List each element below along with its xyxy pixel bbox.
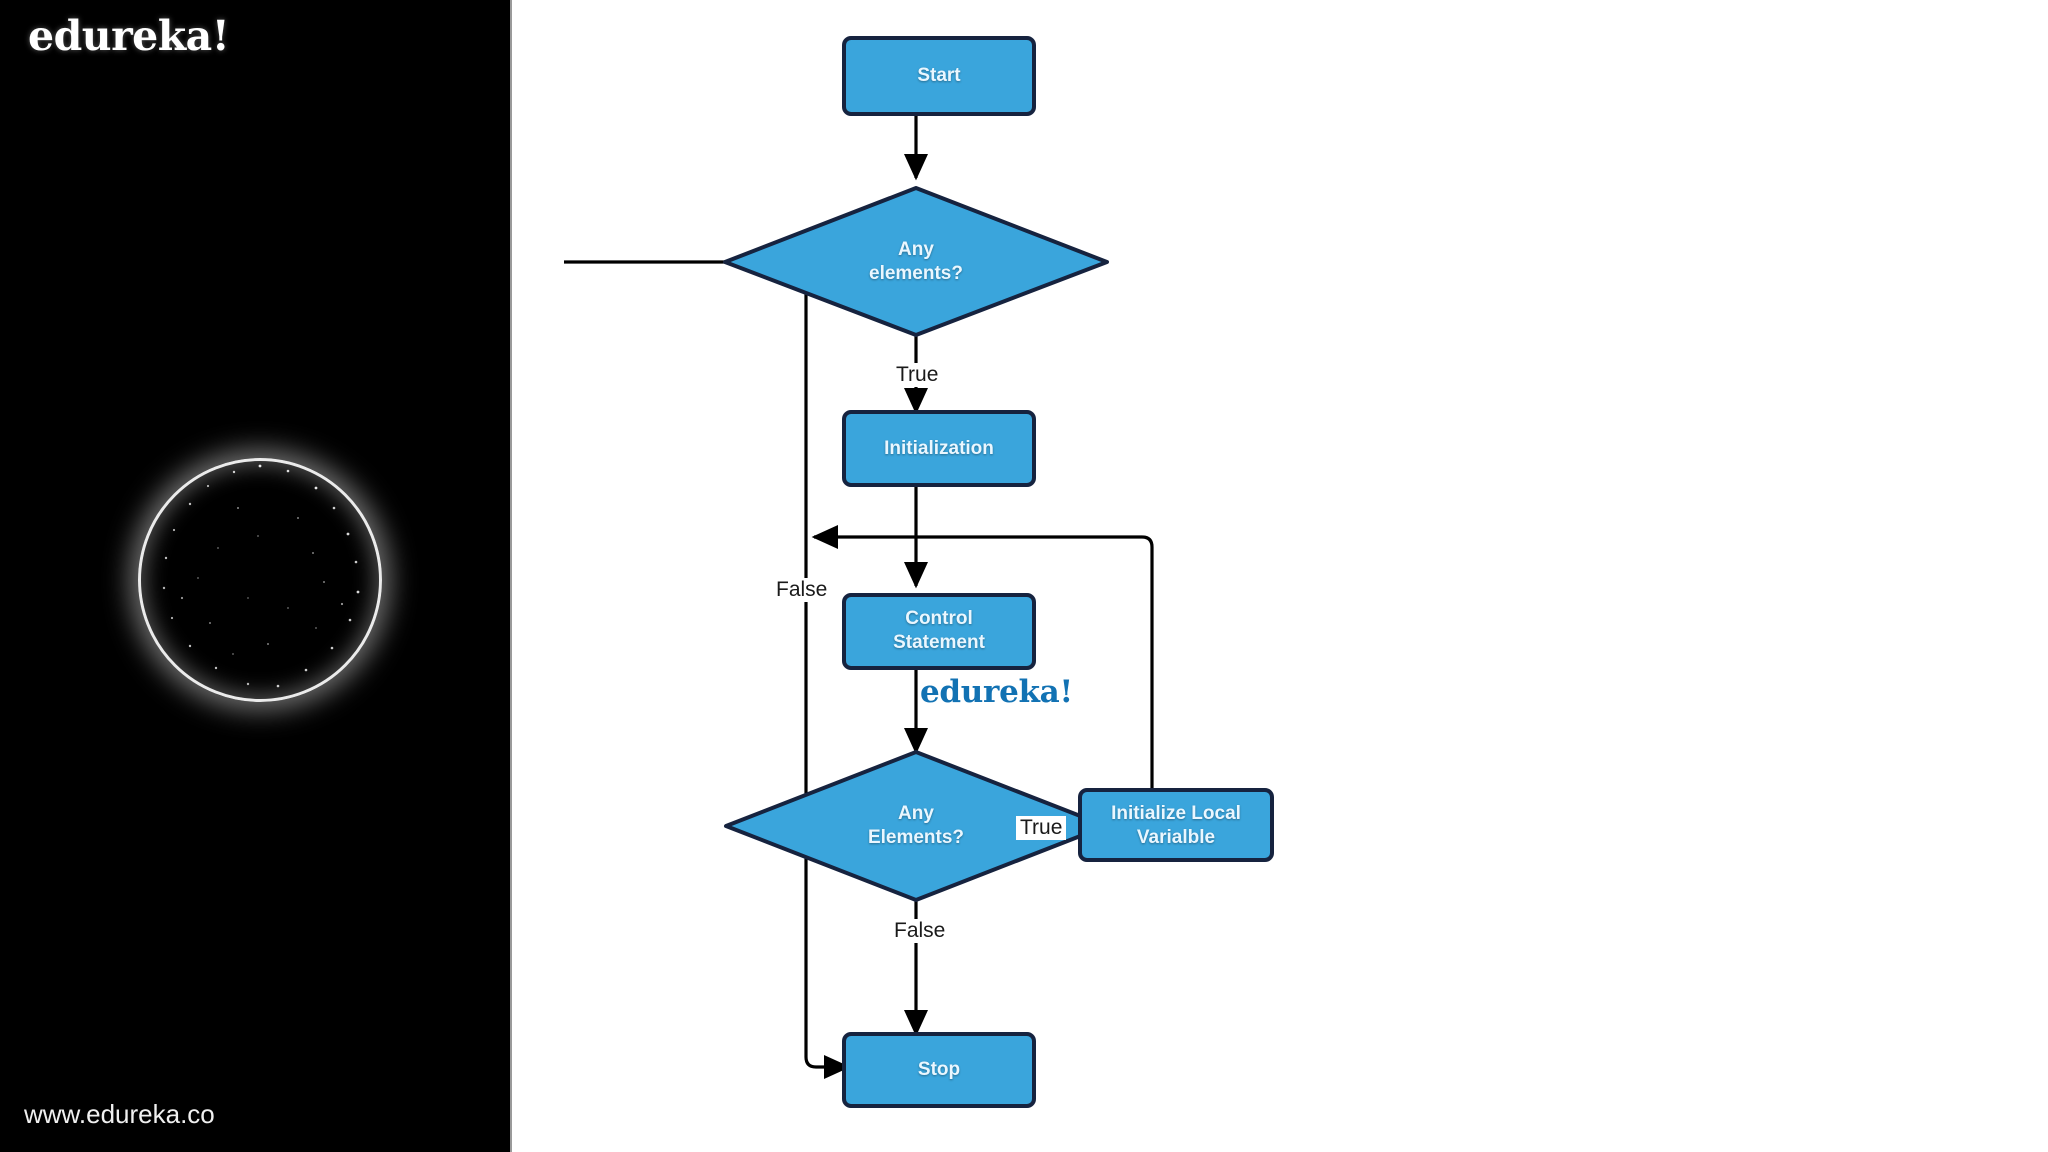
node-any-elements-2[interactable] — [724, 750, 1108, 902]
sphere-particles-icon — [162, 464, 360, 688]
particle-sphere-icon — [138, 458, 382, 702]
left-title-panel: edureka! — [0, 0, 512, 1152]
node-control-statement[interactable] — [842, 593, 1036, 670]
edge-label-decision1-true: True — [892, 363, 943, 387]
sphere-ring-glow — [138, 458, 382, 702]
flowchart-watermark: edureka! — [920, 674, 1073, 710]
edge-decision1-false-to-stop — [564, 260, 851, 1079]
edge-initlocal-loop-back — [811, 525, 1154, 824]
flowchart-graphics — [564, 36, 1274, 1108]
node-initialization[interactable] — [842, 410, 1036, 487]
node-group — [723, 36, 1274, 1108]
node-any-elements-1[interactable] — [723, 186, 1109, 337]
edge-label-decision2-true: True — [1016, 816, 1067, 840]
edge-label-decision1-false: False — [772, 578, 832, 602]
flowchart-canvas: Start Any elements? Initialization Contr… — [514, 0, 2048, 1152]
site-url-text: www.edureka.co — [24, 1099, 215, 1129]
edge-label-decision2-false: False — [890, 919, 950, 943]
node-initialize-local-variable[interactable] — [1078, 788, 1274, 862]
edureka-logo: edureka! — [28, 12, 230, 60]
node-start[interactable] — [842, 36, 1036, 116]
node-stop[interactable] — [842, 1032, 1036, 1108]
